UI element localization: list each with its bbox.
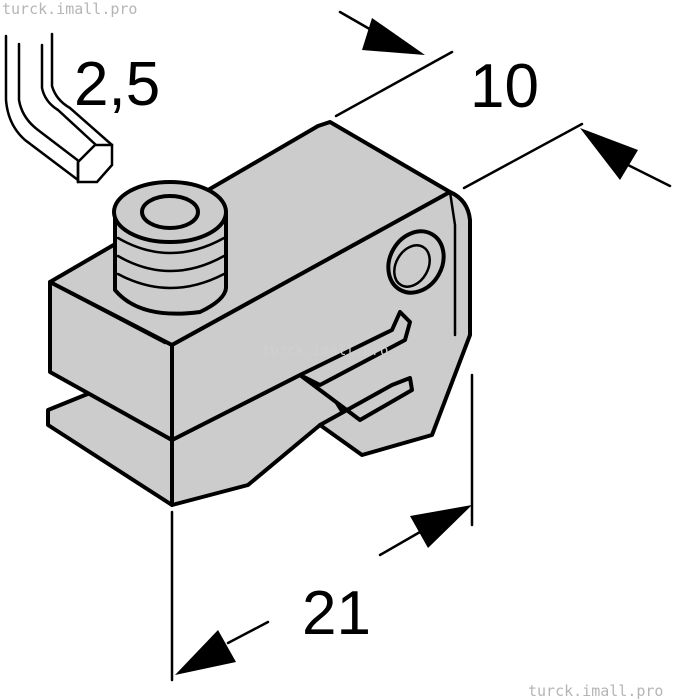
hex-key-size-label: 2,5: [74, 50, 160, 119]
length-label: 21: [302, 579, 371, 648]
watermark-bottom-right: turck.imall.pro: [528, 682, 663, 700]
dimension-length: [170, 373, 474, 682]
clamp-bracket-part: [46, 120, 472, 507]
width-label: 10: [470, 52, 539, 121]
watermark-top-left: turck.imall.pro: [2, 0, 137, 18]
dimension-width: [334, 10, 672, 190]
hex-key-icon: [4, 32, 114, 184]
watermark-center: turck.imall.pro: [262, 343, 388, 359]
